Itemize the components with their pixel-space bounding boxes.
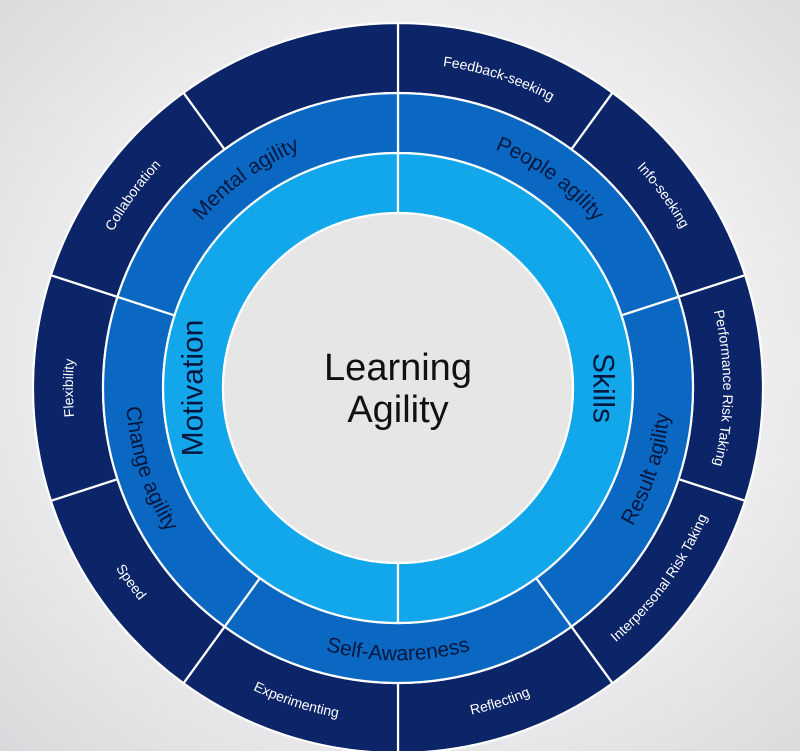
outer-ring-label-text-7: Flexibility (60, 358, 77, 418)
outer-ring (31, 21, 765, 751)
inner-ring-label-skills: Skills (587, 353, 620, 423)
center-title-line2: Agility (347, 389, 448, 431)
outer-ring-label-flexibility: Flexibility (60, 358, 77, 418)
inner-ring-label-motivation: Motivation (177, 320, 210, 457)
center-disc (221, 211, 575, 565)
middle-ring (101, 91, 695, 685)
center-title-line1: Learning (324, 347, 472, 389)
